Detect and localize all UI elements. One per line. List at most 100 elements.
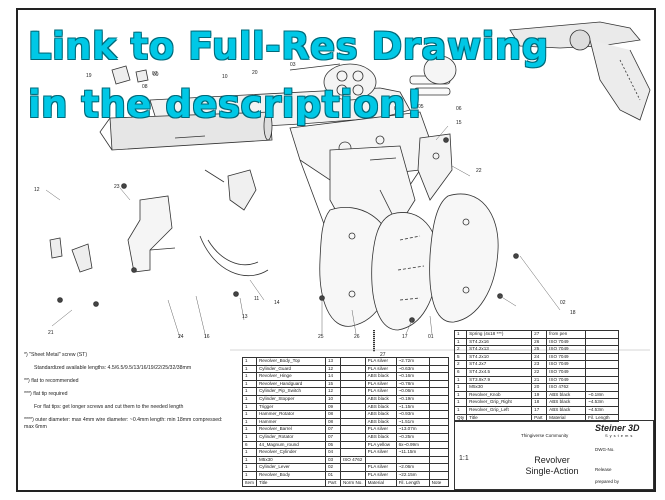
bom-side-cell: 2	[453, 345, 468, 354]
bom-main-cell: Revolver_Hinge	[255, 372, 326, 381]
bom-main-cell	[395, 455, 430, 465]
bom-main-cell: Revolver_Handguard	[255, 379, 326, 389]
bom-main-header-cell: Title	[255, 478, 326, 488]
bom-side-cell: ISO 7049	[546, 337, 587, 347]
bom-main-cell: 12	[324, 364, 341, 374]
bom-main-cell: 1	[242, 432, 257, 442]
note-spring: ****) outer diameter: max 4mm wire diame…	[24, 417, 223, 430]
grip-center-part	[371, 212, 439, 331]
bom-main-cell: ~0.93m	[395, 410, 430, 419]
magnum-rounds	[409, 55, 457, 96]
bom-main-cell: 09	[324, 402, 341, 412]
bom-main-cell	[428, 372, 449, 381]
bom-side-cell: 22	[531, 367, 548, 377]
note-sheet-metal: *) "Sheet Metal" screw (ST)	[24, 352, 88, 358]
bom-side-cell: 25	[531, 345, 548, 354]
title-line-1: Revolver	[534, 455, 570, 465]
callout-02: 02	[560, 300, 566, 306]
bom-main-cell	[428, 463, 449, 472]
handguard-part	[417, 133, 453, 201]
note-flat-tip-detail: For flat tips: get longer screws and cut…	[34, 404, 184, 410]
bom-main-cell	[339, 357, 366, 366]
bom-main-cell	[428, 440, 449, 450]
bom-side-cell: M5x30	[466, 383, 533, 392]
bom-main-cell: Hammer	[255, 417, 326, 427]
callout-17: 17	[402, 334, 408, 340]
bom-main-cell: ~22.15m	[395, 470, 430, 480]
bom-main-cell: ~1.15m	[395, 402, 430, 412]
bom-main-cell: ABS black	[364, 394, 397, 404]
callout-04: 04	[394, 106, 400, 112]
bom-side-cell	[585, 360, 620, 369]
bom-main-cell	[428, 448, 449, 457]
bom-side-cell: ~4.53m	[585, 398, 620, 407]
bom-main-cell	[339, 470, 366, 480]
callout-01: 01	[428, 334, 434, 340]
bom-main-cell: PLA silver	[364, 364, 397, 374]
bom-side-cell: ABS black	[546, 398, 587, 407]
callout-09: 09	[153, 72, 159, 78]
grip-right-part	[429, 193, 499, 323]
bom-main-cell	[339, 379, 366, 389]
bom-main-cell: PLA yellow	[364, 440, 397, 450]
bom-main-cell: 1	[242, 470, 257, 480]
bom-side-cell: ISO 7049	[546, 360, 587, 369]
bom-side-cell: 1	[453, 330, 468, 339]
bom-main-cell: Hammer_Rotator	[255, 410, 326, 419]
bom-main-cell: 6	[242, 440, 257, 450]
company-logo: Steiner 3D	[595, 423, 640, 433]
bom-side-cell	[585, 367, 620, 377]
bom-side-cell: 1	[453, 405, 468, 415]
bom-side-cell: 27	[531, 330, 548, 339]
bom-main-cell: 1	[242, 372, 257, 381]
bom-side-cell: ISO 7049	[546, 345, 587, 354]
bom-side-cell: ISO 4762	[546, 383, 587, 392]
bom-main-cell: 1	[242, 402, 257, 412]
bom-side-cell: ST4.2x13	[466, 345, 533, 354]
bom-main-cell: PLA silver	[364, 425, 397, 434]
callout-24: 24	[178, 334, 184, 340]
bom-main-cell: 01	[324, 470, 341, 480]
bom-main-cell: 1	[242, 410, 257, 419]
bom-side-cell: 26	[531, 337, 548, 347]
callout-10: 10	[222, 74, 228, 80]
sheet-border	[16, 8, 656, 492]
drawing-title: Revolver Single-Action	[517, 455, 587, 477]
bom-main-header-cell: Fil. Length	[395, 478, 430, 488]
prepared-by-label: prepared by	[595, 479, 620, 484]
bom-side-cell	[585, 352, 620, 362]
callout-03: 03	[290, 62, 296, 68]
callout-16: 16	[204, 334, 210, 340]
callout-18: 18	[570, 310, 576, 316]
bom-main-cell	[428, 402, 449, 412]
note-flat: **) flat to recommended	[24, 378, 79, 384]
bom-side-cell: Revolver_Grip_Left	[466, 405, 533, 415]
bom-main-cell: Revolver_Body_Top	[255, 357, 326, 366]
bom-side-cell: ST4.2x10	[466, 352, 533, 362]
bom-main-cell: Cylinder_Lever	[255, 463, 326, 472]
bom-main-cell	[364, 455, 397, 465]
callout-22: 22	[476, 168, 482, 174]
bom-main-cell: Trigger	[255, 402, 326, 412]
bom-main-cell	[339, 364, 366, 374]
bom-side-header-cell: Qty	[453, 413, 468, 423]
bom-main-cell	[428, 470, 449, 480]
bom-side-cell: 1	[453, 383, 468, 392]
bom-side-cell: 1	[453, 398, 468, 407]
bom-main-cell	[428, 357, 449, 366]
bom-side-cell: ST3.9x7.9	[466, 375, 533, 385]
bom-side-cell	[585, 375, 620, 385]
revolver-thumbnail	[509, 21, 651, 121]
